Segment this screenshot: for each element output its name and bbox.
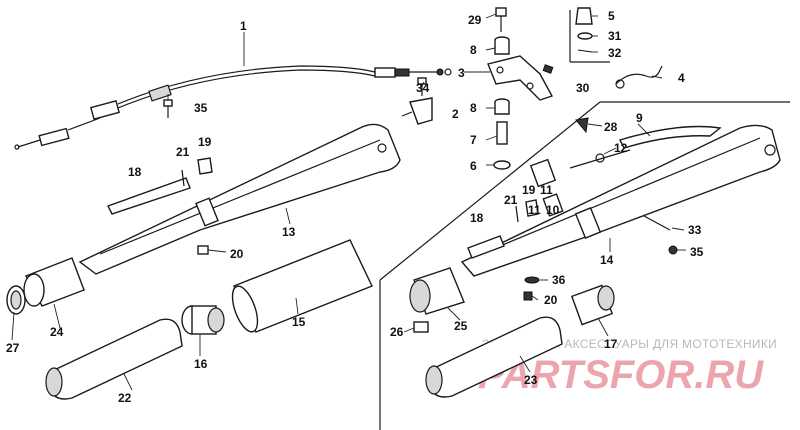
screw-20-left	[197, 245, 209, 255]
label-19-right: 19	[522, 183, 536, 197]
label-25: 25	[454, 319, 468, 333]
collar-8-top	[494, 36, 510, 55]
cap-19-left	[197, 157, 213, 175]
label-19-left: 19	[198, 135, 212, 149]
label-5: 5	[608, 9, 615, 23]
bracket-18-right	[467, 235, 505, 259]
separator-lines	[379, 10, 790, 430]
pin-21-right	[515, 205, 519, 223]
label-8-top: 8	[470, 43, 477, 57]
label-13: 13	[282, 225, 296, 239]
label-8-lower: 8	[470, 101, 477, 115]
bracket-18-left	[107, 177, 191, 215]
part-labels: 1 2 3 4 5 6 7 8 8 9 10 11 11 12 13 14 15…	[6, 9, 704, 405]
label-20-right: 20	[544, 293, 558, 307]
label-33: 33	[688, 223, 702, 237]
screw-30	[542, 64, 554, 74]
label-4: 4	[678, 71, 685, 85]
cap-19-right	[525, 199, 539, 217]
leader-lines	[11, 13, 686, 391]
label-26: 26	[390, 325, 404, 339]
cable-bracket	[401, 97, 433, 125]
washer-31	[577, 32, 593, 40]
lever-housing-14	[460, 124, 781, 277]
label-6: 6	[470, 159, 477, 173]
throttle-cable	[14, 65, 452, 150]
collar-8-lower	[494, 98, 510, 115]
label-21-left: 21	[176, 145, 190, 159]
label-27: 27	[6, 341, 20, 355]
label-24: 24	[50, 325, 64, 339]
screw-35-left	[163, 99, 173, 118]
screw-20-right	[523, 291, 533, 301]
switch-16	[181, 305, 225, 335]
label-3: 3	[458, 66, 465, 80]
label-35-left: 35	[194, 101, 208, 115]
screw-33	[643, 215, 671, 231]
label-15: 15	[292, 315, 306, 329]
plug-27	[6, 285, 26, 315]
label-16: 16	[194, 357, 208, 371]
label-31: 31	[608, 29, 622, 43]
grip-23	[425, 316, 563, 398]
label-1: 1	[240, 19, 247, 33]
grip-end-24	[23, 257, 85, 307]
lever-9	[619, 125, 722, 149]
screw-35-right	[668, 245, 678, 255]
label-30: 30	[576, 81, 590, 95]
washer-36	[524, 276, 540, 284]
label-22: 22	[118, 391, 132, 405]
label-11-upper: 11	[540, 183, 553, 197]
label-17: 17	[604, 337, 618, 351]
cable-end-12	[569, 149, 631, 169]
label-18-left: 18	[128, 165, 142, 179]
label-36: 36	[552, 273, 566, 287]
bolt-29	[495, 7, 507, 32]
label-7: 7	[470, 133, 477, 147]
wire-clip	[615, 65, 663, 89]
label-18-right: 18	[470, 211, 484, 225]
plug-26	[413, 321, 429, 333]
grip-22	[45, 318, 183, 400]
label-11-lower: 11	[528, 203, 541, 217]
switch-17	[570, 284, 615, 326]
label-20-left: 20	[230, 247, 244, 261]
mounting-plate	[487, 55, 554, 101]
label-35-right: 35	[690, 245, 704, 259]
label-34: 34	[416, 81, 430, 95]
label-12: 12	[614, 141, 628, 155]
label-14: 14	[600, 253, 614, 267]
sleeve-15	[231, 239, 373, 333]
label-10: 10	[546, 203, 560, 217]
label-21-right: 21	[504, 193, 518, 207]
label-28: 28	[604, 120, 618, 134]
label-32: 32	[608, 46, 622, 60]
spring-32	[577, 49, 593, 53]
label-29: 29	[468, 13, 482, 27]
switch-body-10	[529, 158, 564, 217]
pin-7	[496, 121, 508, 145]
washer-6	[493, 160, 511, 170]
grip-end-25	[409, 267, 465, 315]
label-9: 9	[636, 111, 643, 125]
nut-5	[575, 7, 593, 25]
label-2: 2	[452, 107, 459, 121]
cap-28	[575, 117, 589, 134]
label-23: 23	[524, 373, 538, 387]
pin-21-left	[181, 169, 185, 187]
lever-housing-13	[78, 123, 401, 275]
